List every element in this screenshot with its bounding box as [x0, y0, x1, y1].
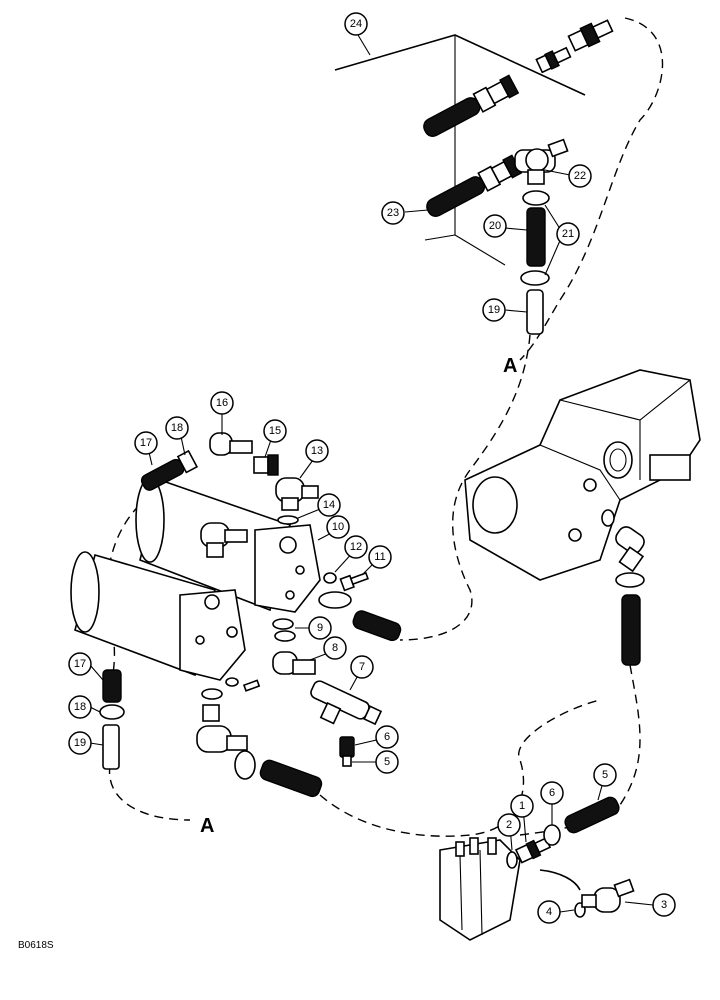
svg-text:21: 21	[562, 228, 574, 240]
callout-5-upper: 5	[375, 750, 399, 774]
clamp-21-top	[522, 190, 550, 206]
svg-text:7: 7	[359, 661, 365, 673]
tube-19-top	[526, 289, 544, 335]
bolt-11	[339, 571, 369, 592]
hose-17-lower	[102, 669, 122, 703]
callout-12: 12	[344, 535, 368, 559]
pump-outlet	[601, 509, 645, 666]
callout-16: 16	[210, 391, 234, 415]
control-valve	[439, 837, 521, 941]
svg-text:19: 19	[488, 304, 500, 316]
svg-text:24: 24	[350, 18, 362, 30]
svg-text:5: 5	[384, 756, 390, 768]
svg-text:6: 6	[384, 731, 390, 743]
callout-13: 13	[305, 439, 329, 463]
hydraulic-pump	[464, 369, 701, 581]
callout-21: 21	[556, 222, 580, 246]
callout-14: 14	[317, 493, 341, 517]
svg-text:12: 12	[350, 541, 362, 553]
callout-17-lower: 17	[68, 652, 92, 676]
svg-text:3: 3	[661, 899, 667, 911]
callout-15: 15	[263, 419, 287, 443]
callout-4: 4	[537, 900, 561, 924]
svg-text:19: 19	[74, 737, 86, 749]
svg-text:17: 17	[140, 437, 152, 449]
svg-text:17: 17	[74, 658, 86, 670]
svg-text:22: 22	[574, 170, 586, 182]
callout-24: 24	[344, 12, 368, 36]
callout-6-lower: 6	[540, 781, 564, 805]
callout-3: 3	[652, 893, 676, 917]
svg-text:20: 20	[489, 220, 501, 232]
connection-label-a-bottom: A	[200, 815, 214, 837]
clamp-21-bottom	[520, 270, 550, 286]
filter-fittings	[209, 432, 402, 642]
hose-17-upper	[140, 449, 199, 491]
elbow-3	[581, 878, 635, 913]
svg-text:18: 18	[74, 701, 86, 713]
svg-text:1: 1	[519, 800, 525, 812]
callout-22: 22	[568, 164, 592, 188]
filter-lower	[70, 551, 246, 681]
top-fitting	[567, 19, 614, 52]
o-ring-14	[277, 515, 299, 525]
svg-text:8: 8	[332, 642, 338, 654]
hose-5-lower	[564, 796, 620, 834]
callout-20: 20	[483, 214, 507, 238]
svg-text:9: 9	[317, 622, 323, 634]
callout-5-lower: 5	[593, 763, 617, 787]
callout-19-lower: 19	[68, 731, 92, 755]
connection-label-a-top: A	[503, 355, 517, 377]
tube-19-lower	[102, 724, 120, 770]
svg-text:18: 18	[171, 422, 183, 434]
svg-text:5: 5	[602, 769, 608, 781]
callout-8: 8	[323, 636, 347, 660]
callout-11: 11	[368, 545, 392, 569]
svg-text:16: 16	[216, 397, 228, 409]
lower-fittings	[196, 618, 383, 798]
tee-22	[514, 138, 569, 185]
callout-1: 1	[510, 794, 534, 818]
callout-23: 23	[381, 201, 405, 225]
valve-fittings	[506, 796, 635, 918]
callout-18-lower: 18	[68, 695, 92, 719]
svg-text:23: 23	[387, 207, 399, 219]
o-ring-2	[506, 851, 518, 869]
upper-hose	[423, 74, 520, 137]
svg-text:2: 2	[506, 819, 512, 831]
svg-text:15: 15	[269, 425, 281, 437]
drawing-id: B0618S	[18, 940, 54, 951]
svg-text:11: 11	[374, 551, 385, 563]
callout-19-top: 19	[482, 298, 506, 322]
callout-2: 2	[497, 813, 521, 837]
svg-text:14: 14	[323, 499, 335, 511]
svg-text:13: 13	[311, 445, 323, 457]
svg-text:10: 10	[332, 521, 344, 533]
hose-23	[426, 154, 523, 217]
hose-20	[526, 207, 546, 267]
callout-7: 7	[350, 655, 374, 679]
o-ring-9	[272, 618, 294, 630]
callout-10: 10	[326, 515, 350, 539]
callout-6-upper: 6	[375, 725, 399, 749]
upper-fitting-assembly	[423, 19, 614, 335]
washer-12	[323, 572, 337, 584]
filter-upper	[135, 477, 321, 613]
clamp-6-lower	[543, 824, 561, 846]
top-adapter	[535, 46, 572, 74]
callout-9: 9	[308, 616, 332, 640]
clamp-18-lower	[99, 704, 125, 720]
callout-17-top: 17	[134, 431, 158, 455]
svg-text:6: 6	[549, 787, 555, 799]
callout-18-top: 18	[165, 416, 189, 440]
svg-text:4: 4	[546, 906, 552, 918]
tee-7	[310, 680, 383, 726]
